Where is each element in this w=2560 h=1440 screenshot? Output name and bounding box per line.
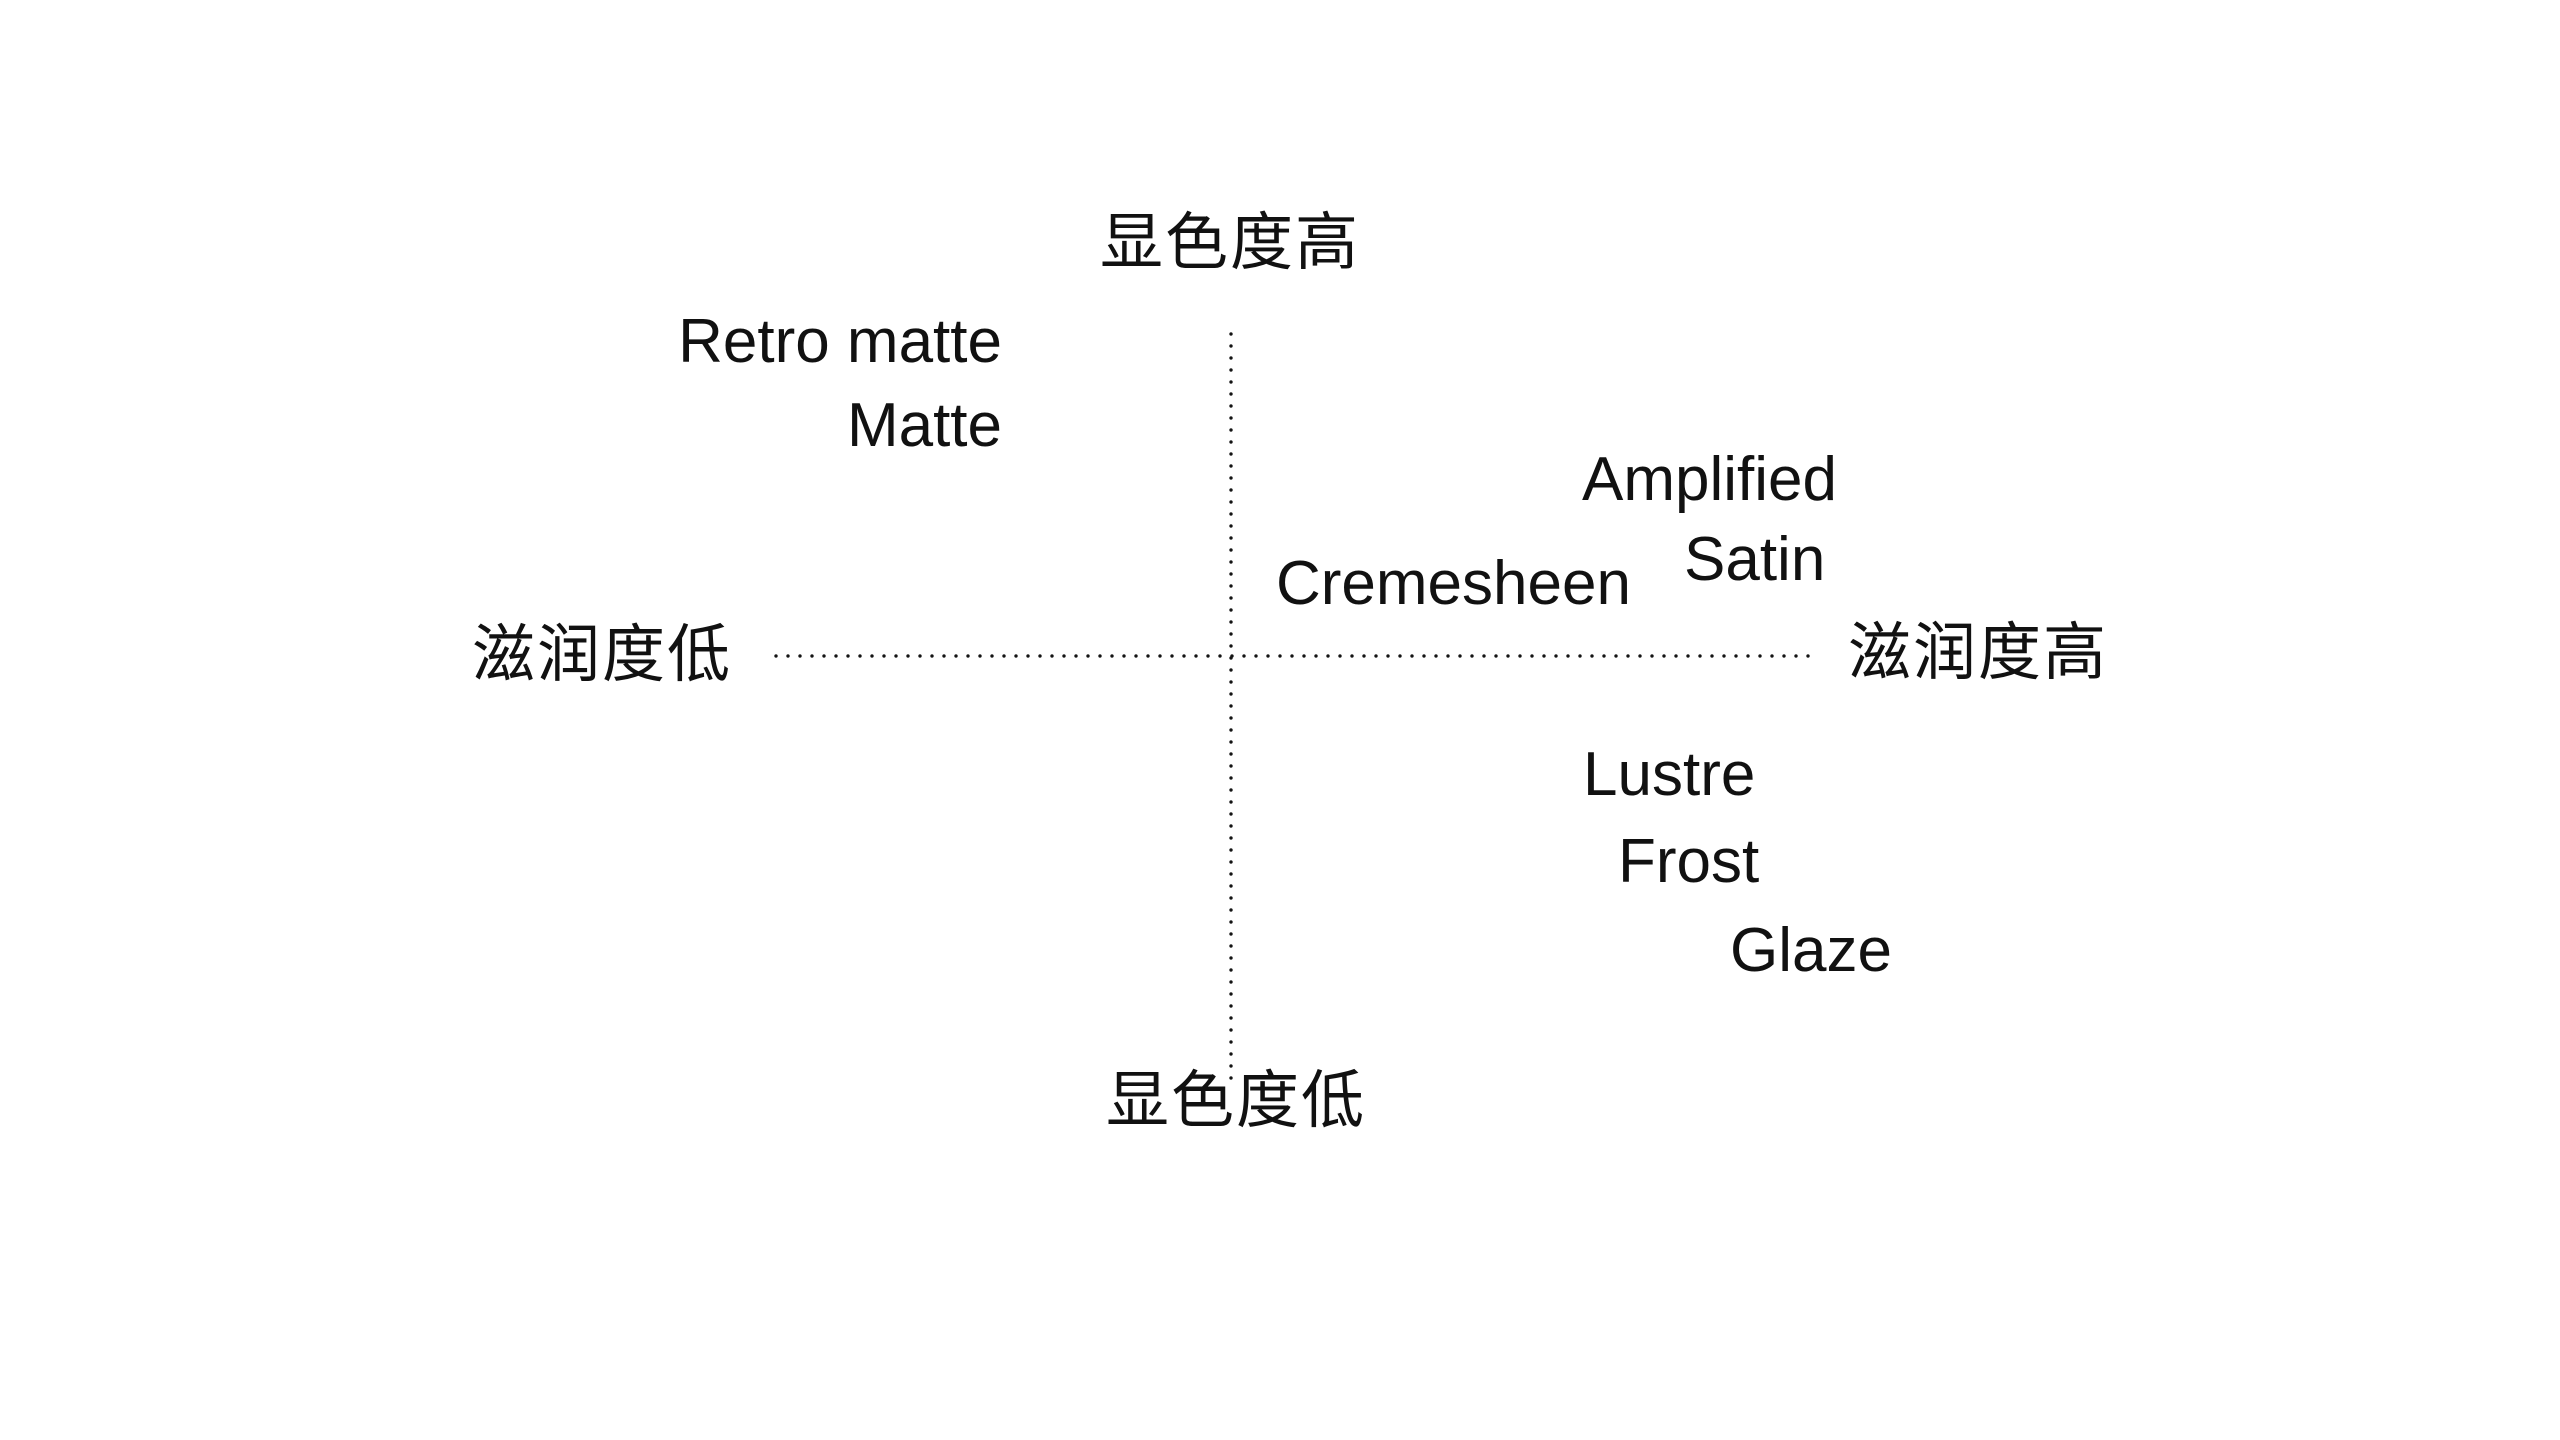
finish-label-satin: Satin: [1684, 525, 1826, 594]
horizontal-axis-dotted-line: [774, 654, 1810, 658]
finish-label-lustre: Lustre: [1583, 740, 1756, 809]
finish-label-retro-matte: Retro matte: [678, 307, 1002, 376]
axis-label-moisture-high: 滋润度高: [1848, 618, 2108, 688]
quadrant-top-left-items: Retro matte Matte: [678, 300, 1002, 468]
vertical-axis-dotted-line: [1229, 332, 1233, 1080]
finish-label-matte: Matte: [846, 391, 1002, 460]
axis-label-color-payoff-high: 显色度高: [1100, 208, 1360, 278]
finish-label-frost: Frost: [1618, 827, 1760, 896]
finish-label-amplified: Amplified: [1582, 445, 1837, 514]
axis-label-color-payoff-low: 显色度低: [1106, 1066, 1366, 1136]
finish-label-cremesheen: Cremesheen: [1276, 549, 1631, 618]
axis-label-moisture-low: 滋润度低: [472, 620, 732, 690]
finish-label-glaze: Glaze: [1730, 916, 1892, 985]
